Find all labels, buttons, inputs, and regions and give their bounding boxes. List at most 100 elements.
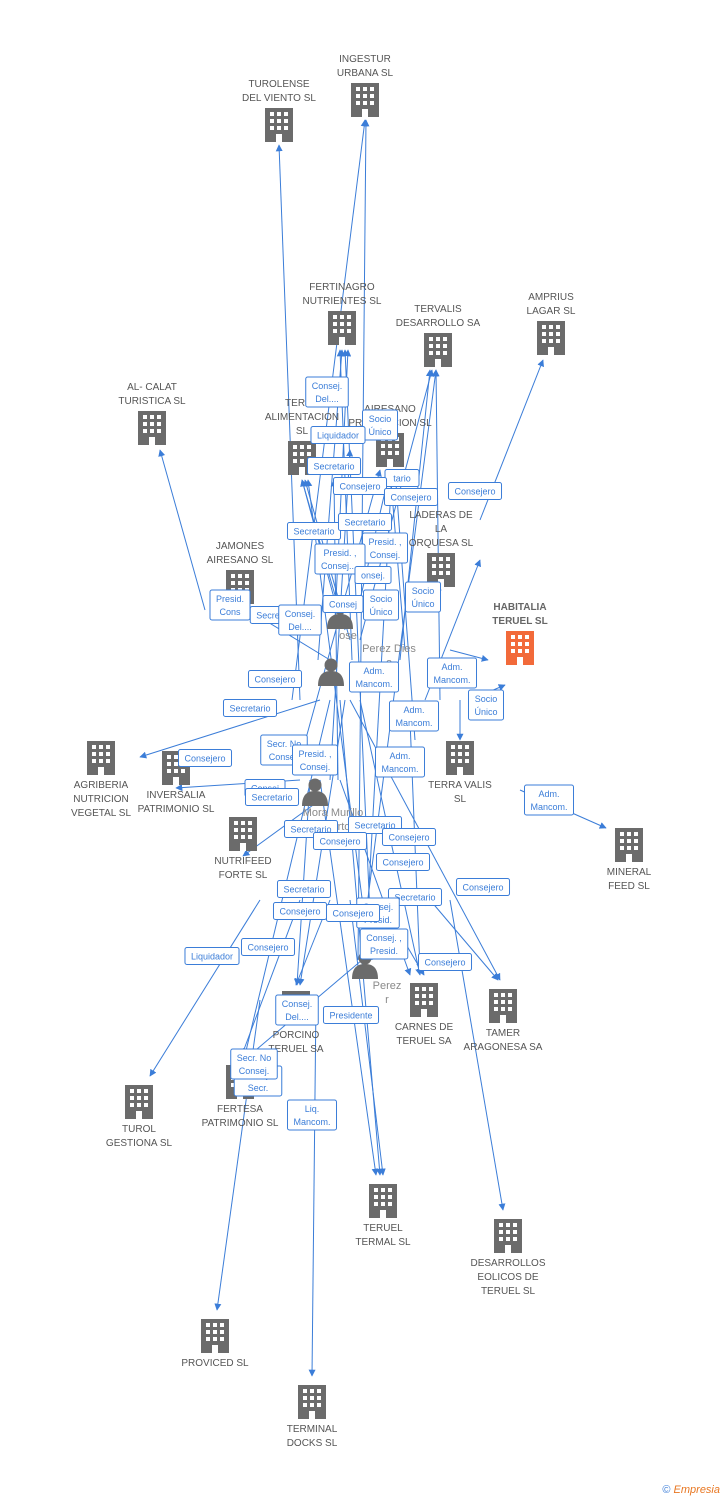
role-label[interactable]: Consej.Del....: [278, 604, 322, 636]
role-label[interactable]: Secre: [249, 606, 287, 624]
person-name-line: Perez Dies: [362, 643, 416, 655]
role-label[interactable]: Presid. ,Consej.: [361, 532, 409, 564]
building-icon: [125, 1085, 153, 1119]
company-name-line: PATRIMONIO SL: [202, 1118, 279, 1129]
footer-brand: © Empresia: [662, 1484, 720, 1496]
company-name-line: TERRA: [285, 398, 319, 409]
role-label[interactable]: Adm.Mancom.: [388, 700, 440, 732]
role-label[interactable]: Consej: [322, 595, 364, 613]
role-label[interactable]: Consejero: [447, 482, 503, 500]
company-name-line: DOCKS SL: [287, 1438, 338, 1449]
role-text: Consej....: [321, 561, 359, 571]
role-label[interactable]: Consejero: [312, 832, 368, 850]
company-name-line: TERUEL SL: [492, 616, 547, 627]
role-label[interactable]: Presid. ,Consej.: [291, 744, 339, 776]
company-name-line: TUROLENSE: [248, 79, 309, 90]
role-label[interactable]: Consej. ,Presid.: [359, 928, 409, 960]
role-label[interactable]: onsej.: [354, 566, 392, 584]
role-text: Mancom.: [355, 679, 392, 689]
role-label[interactable]: Consejero: [455, 878, 511, 896]
role-label[interactable]: Consejero: [325, 904, 381, 922]
role-label[interactable]: Consejero: [381, 828, 437, 846]
role-label[interactable]: Secretario: [387, 888, 443, 906]
role-text: Presid. ,: [298, 749, 331, 759]
role-text: Consej: [329, 600, 357, 610]
relationship-edge: [214, 999, 261, 1311]
company-name-line: NUTRIFEED: [214, 856, 271, 867]
person-node-hidden-4[interactable]: ose: [327, 601, 357, 643]
role-text: Mancom.: [293, 1117, 330, 1127]
role-label[interactable]: Consejero: [417, 953, 473, 971]
role-label[interactable]: Adm.Mancom.: [374, 746, 426, 778]
role-label[interactable]: Consejero: [247, 670, 303, 688]
role-label[interactable]: tario: [384, 469, 420, 487]
building-icon: [138, 411, 166, 445]
role-box: [209, 589, 251, 621]
role-label[interactable]: Adm.Mancom.: [426, 657, 478, 689]
role-label[interactable]: Consejero: [177, 749, 233, 767]
role-label[interactable]: Presid.Cons: [209, 589, 251, 621]
role-box: [230, 1048, 278, 1080]
role-box: [337, 513, 393, 531]
role-label[interactable]: Consejero: [375, 853, 431, 871]
role-label[interactable]: Liquidador: [310, 426, 366, 444]
role-label[interactable]: Consej.Del....: [305, 376, 349, 408]
role-label[interactable]: Consejero: [383, 488, 439, 506]
person-name-line: Mora Murillo: [303, 807, 364, 819]
role-label[interactable]: Adm.Mancom.: [523, 784, 575, 816]
role-label[interactable]: Consejero: [332, 477, 388, 495]
role-box: [314, 543, 366, 575]
role-label[interactable]: Liq.Mancom.: [286, 1099, 338, 1131]
role-label[interactable]: Consej.Del....: [275, 994, 319, 1026]
company-node-proviced[interactable]: PROVICED SL: [181, 1319, 249, 1369]
role-label[interactable]: Secretario: [276, 880, 332, 898]
role-text: Consejero: [454, 487, 495, 497]
role-label[interactable]: Secretario: [244, 788, 300, 806]
role-text: Consej.: [312, 381, 343, 391]
role-label[interactable]: Adm.Mancom.: [348, 661, 400, 693]
role-label[interactable]: Secretario: [222, 699, 278, 717]
role-label[interactable]: Consejero: [240, 938, 296, 956]
role-box: [383, 488, 439, 506]
role-label[interactable]: Secretario: [306, 457, 362, 475]
role-label[interactable]: Secretario: [286, 522, 342, 540]
building-icon: [87, 741, 115, 775]
role-text: Único: [411, 599, 434, 609]
role-box: [276, 880, 332, 898]
role-label[interactable]: Consejero: [272, 902, 328, 920]
role-text: Mancom.: [433, 675, 470, 685]
role-label[interactable]: Presidente: [322, 1006, 380, 1024]
role-label[interactable]: Presid. ,Consej....: [314, 543, 366, 575]
role-label[interactable]: Secretario: [337, 513, 393, 531]
role-label[interactable]: Liquidador: [184, 947, 240, 965]
